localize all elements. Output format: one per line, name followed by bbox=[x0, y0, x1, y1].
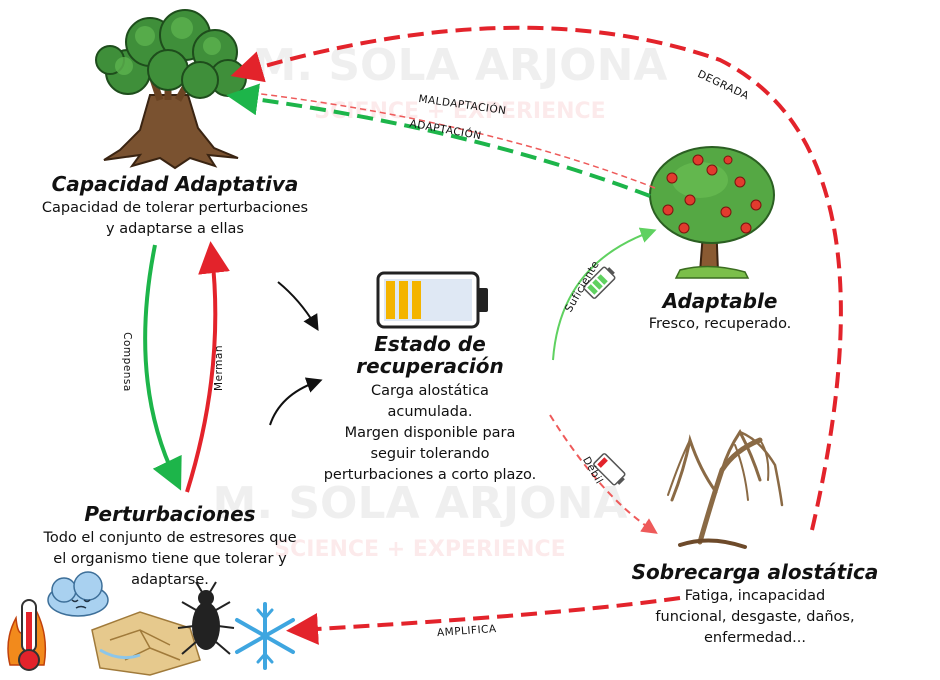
adaptable-node: Adaptable Fresco, recuperado. bbox=[620, 290, 820, 335]
debil-arrow bbox=[549, 414, 658, 534]
capacidad-title: Capacidad Adaptativa bbox=[51, 172, 299, 196]
perturbaciones-desc-line-2: el organismo tiene que tolerar y bbox=[53, 551, 287, 567]
battery-low-icon bbox=[593, 453, 626, 486]
large-tree-icon bbox=[95, 9, 247, 170]
sobrecarga-title: Sobrecarga alostática bbox=[631, 560, 879, 584]
cracked-ground-icon bbox=[91, 611, 201, 676]
merman-arrow bbox=[185, 241, 230, 493]
capacidad-desc-line-1: Capacidad de tolerar perturbaciones bbox=[41, 200, 309, 216]
watermark-name-top: M. SOLA ARJONA bbox=[253, 40, 668, 91]
watermark: M. SOLA ARJONA SCIENCE + EXPERIENCE M. S… bbox=[213, 40, 668, 562]
perturbaciones-node: Perturbaciones Todo el conjunto de estre… bbox=[0, 503, 340, 591]
estado-desc-line-2: acumulada. bbox=[387, 404, 473, 420]
adaptacion-arrow bbox=[226, 83, 651, 198]
perturbaciones-desc-line-3: adaptarse. bbox=[131, 572, 209, 588]
adaptable-desc: Fresco, recuperado. bbox=[648, 316, 792, 332]
perturbaciones-desc-line-1: Todo el conjunto de estresores que bbox=[43, 530, 297, 546]
beetle-icon bbox=[177, 581, 235, 655]
sobrecarga-desc-line-3: enfermedad... bbox=[703, 630, 806, 646]
degrada-arrow bbox=[230, 25, 843, 531]
arrow-perturbaciones-to-estado bbox=[269, 377, 323, 426]
watermark-tagline-top: SCIENCE + EXPERIENCE bbox=[314, 99, 605, 124]
estado-title-line-2: recuperación bbox=[356, 354, 504, 378]
sobrecarga-node: Sobrecarga alostática Fatiga, incapacida… bbox=[620, 561, 890, 649]
merman-label: Merman bbox=[213, 345, 225, 391]
thermometer-icon bbox=[18, 599, 40, 671]
estado-desc-line-5: perturbaciones a corto plazo. bbox=[323, 467, 537, 483]
cloud-icon bbox=[47, 571, 109, 617]
adaptable-title: Adaptable bbox=[662, 289, 778, 313]
maladaptacion-arrow bbox=[239, 86, 656, 189]
suficiente-arrow bbox=[552, 227, 657, 361]
battery-high-icon bbox=[583, 266, 616, 299]
watermark-tagline-bottom: SCIENCE + EXPERIENCE bbox=[274, 537, 565, 562]
battery-icon bbox=[376, 271, 488, 329]
sobrecarga-desc-line-2: funcional, desgaste, daños, bbox=[655, 609, 855, 625]
capacidad-node: Capacidad Adaptativa Capacidad de tolera… bbox=[0, 173, 350, 240]
amplifica-arrow bbox=[286, 596, 681, 645]
estado-node: Estado de recuperación Carga alostática … bbox=[310, 333, 550, 486]
amplifica-label: AMPLIFICA bbox=[437, 623, 498, 639]
arrow-capacidad-to-estado bbox=[277, 281, 319, 332]
estado-desc-line-3: Margen disponible para bbox=[344, 425, 516, 441]
sobrecarga-desc-line-1: Fatiga, incapacidad bbox=[684, 588, 826, 604]
estado-title-line-1: Estado de bbox=[374, 332, 486, 356]
capacidad-desc-line-2: y adaptarse a ellas bbox=[106, 221, 244, 237]
apple-tree-icon bbox=[649, 146, 775, 279]
watermark-name-bottom: M. SOLA ARJONA bbox=[213, 478, 628, 529]
estado-desc-line-1: Carga alostática bbox=[371, 383, 489, 399]
compensa-arrow bbox=[143, 244, 182, 491]
withered-tree-icon bbox=[667, 429, 784, 549]
perturbaciones-title: Perturbaciones bbox=[84, 502, 256, 526]
snowflake-icon bbox=[235, 602, 295, 670]
estado-desc-line-4: seguir tolerando bbox=[370, 446, 490, 462]
compensa-label: Compensa bbox=[121, 332, 133, 392]
